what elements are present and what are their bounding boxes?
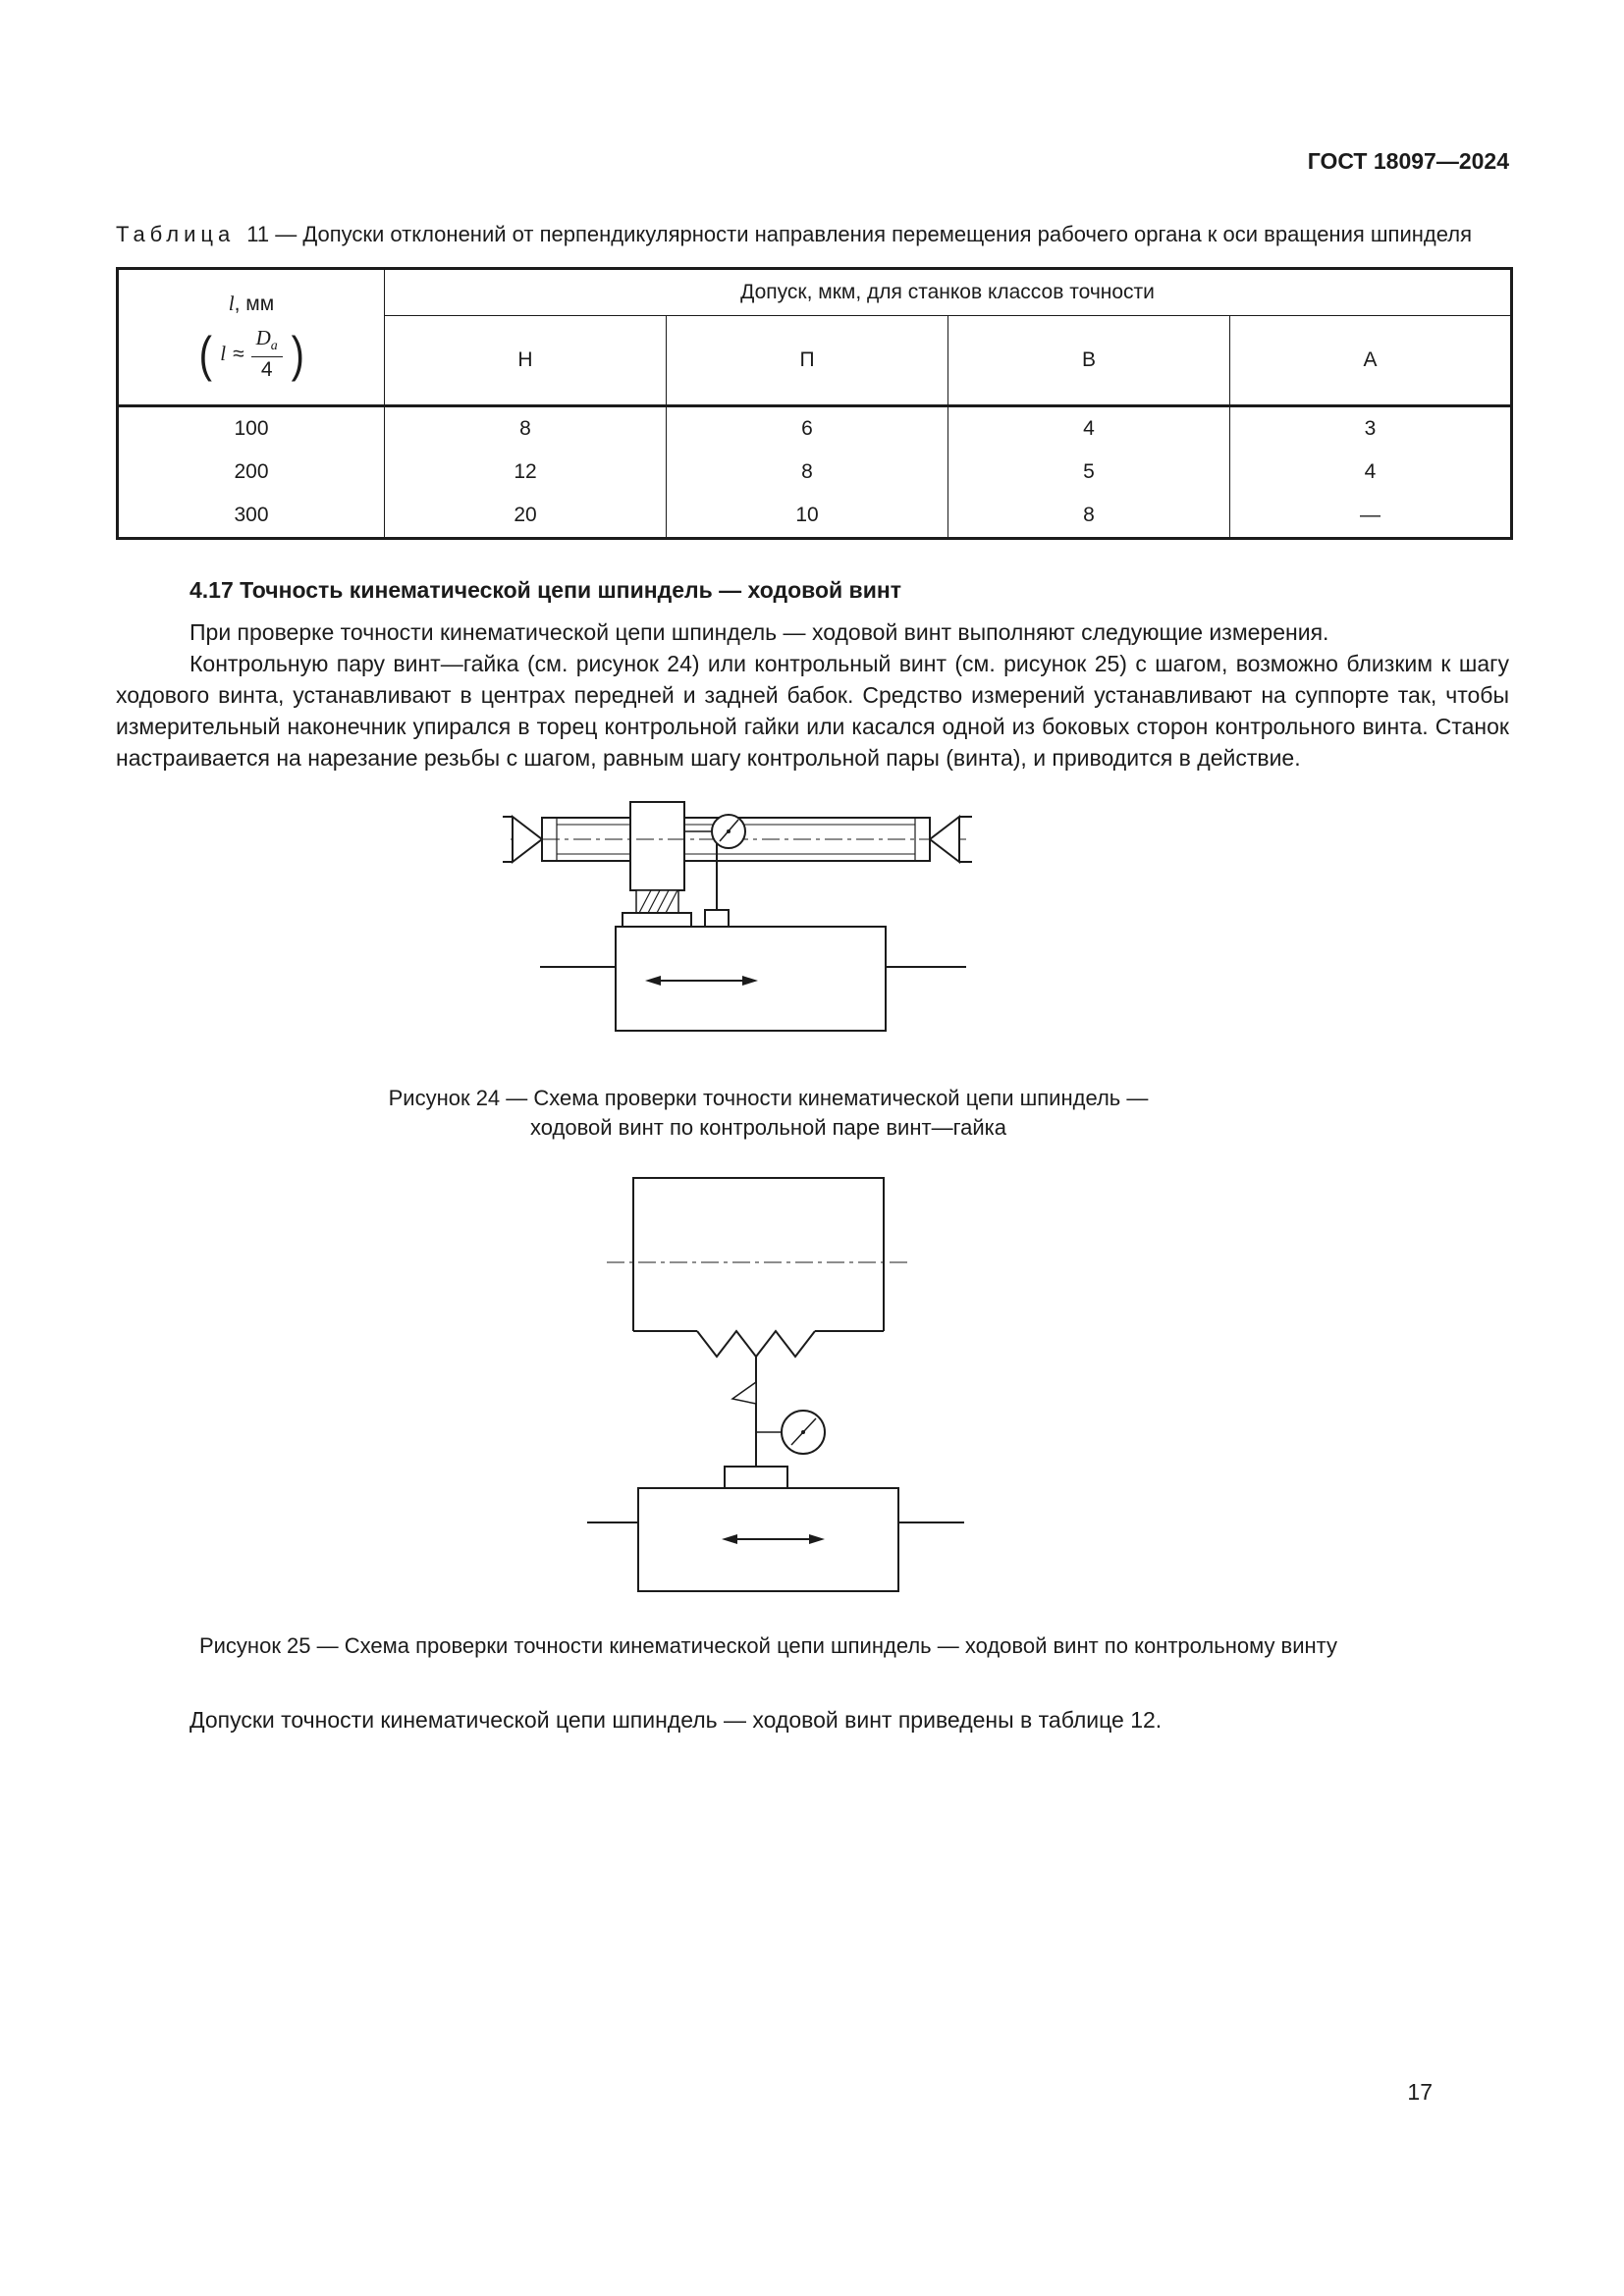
table-header-tolerance: Допуск, мкм, для станков классов точност… [383,268,1513,316]
table-header-class-a: А [1228,315,1513,407]
formula-fraction: Da 4 [250,326,283,382]
length-variable: l [228,292,235,316]
formula-numerator: Da [250,326,283,358]
control-nut [628,801,685,891]
table-header-row-1: l, мм ( l ≈ Da 4 ) Допуск, мкм, для стан… [117,268,1513,407]
table-cell: 6 [666,405,948,451]
figure-25-caption: Рисунок 25 — Схема проверки точности кин… [198,1633,1338,1658]
table-cell: 20 [384,494,667,539]
paragraph-1: При проверке точности кинематической цеп… [189,619,1329,645]
table-row: 100 8 6 4 3 [117,405,1513,451]
document-header: ГОСТ 18097—2024 [1307,148,1509,174]
table-header-length: l, мм ( l ≈ Da 4 ) [117,268,385,407]
figure-24-caption: Рисунок 24 — Схема проверки точности кин… [72,1084,1465,1143]
table-cell: 5 [947,450,1230,495]
table-row: 200 12 8 5 4 [117,450,1513,495]
left-center [502,814,544,865]
clamp-hatch [621,889,692,928]
right-center [927,814,972,865]
table-row: 300 20 10 8 — [117,494,1513,539]
paragraph-2: Контрольную пару винт—гайка (см. рисунок… [116,651,1509,771]
formula-variable: l [220,342,227,366]
table-header-class-v: В [947,315,1230,407]
figure24-diagram [502,801,972,1032]
table-cell: 3 [1228,405,1513,451]
table-cell: 4 [947,405,1230,451]
table11-caption-text: 11 — Допуски отклонений от перпендикуляр… [246,222,1472,246]
formula-left-paren: ( [198,326,212,382]
table-header-class-n: Н [384,315,667,407]
length-column-label: l, мм [119,292,384,316]
figure-25 [79,1174,1472,1596]
table-header-row-2: Н П В А [118,315,1513,407]
table-cell: — [1228,494,1513,539]
figure25-diagram [586,1177,964,1592]
formula-numerator-base: D [255,326,271,350]
table-header-class-p: П [666,315,948,407]
page-number: 17 [1407,2079,1433,2105]
table11-caption: Таблица 11 — Допуски отклонений от перпен… [116,220,1509,249]
figure-24 [41,787,1435,1042]
table-cell: 8 [947,494,1230,539]
tolerance-table: l, мм ( l ≈ Da 4 ) Допуск, мкм, для стан… [116,267,1514,540]
table11-caption-word: Таблица [116,222,236,246]
formula-numerator-subscript: a [270,339,278,354]
table-cell: 300 [117,494,385,539]
stylus-flag [730,1380,757,1405]
stylus [730,1357,757,1467]
control-screw [631,1177,885,1359]
travel-arrow [721,1534,825,1544]
paragraph-3: Допуски точности кинематической цепи шпи… [189,1707,1163,1733]
table-cell: 4 [1228,450,1513,495]
travel-arrow [644,976,758,986]
table-cell: 12 [384,450,667,495]
dial-indicator [723,1410,826,1489]
figure-24-caption-line2: ходовой винт по контрольной паре винт—га… [530,1115,1006,1140]
length-formula: ( l ≈ Da 4 ) [197,326,306,382]
section-heading-4-17: 4.17 Точность кинематической цепи шпинде… [189,577,901,603]
table-cell: 200 [117,450,385,495]
table-cell: 8 [384,405,667,451]
thread-profile [695,1329,816,1359]
formula-right-paren: ) [291,326,304,382]
length-unit: , мм [234,293,275,316]
table-cell: 100 [117,405,385,451]
table-cell: 8 [666,450,948,495]
table-cell: 10 [666,494,948,539]
formula-approx-sign: ≈ [233,342,244,365]
dial-indicator [683,814,746,928]
figure-24-caption-line1: Рисунок 24 — Схема проверки точности кин… [388,1086,1149,1110]
formula-denominator: 4 [260,358,273,382]
